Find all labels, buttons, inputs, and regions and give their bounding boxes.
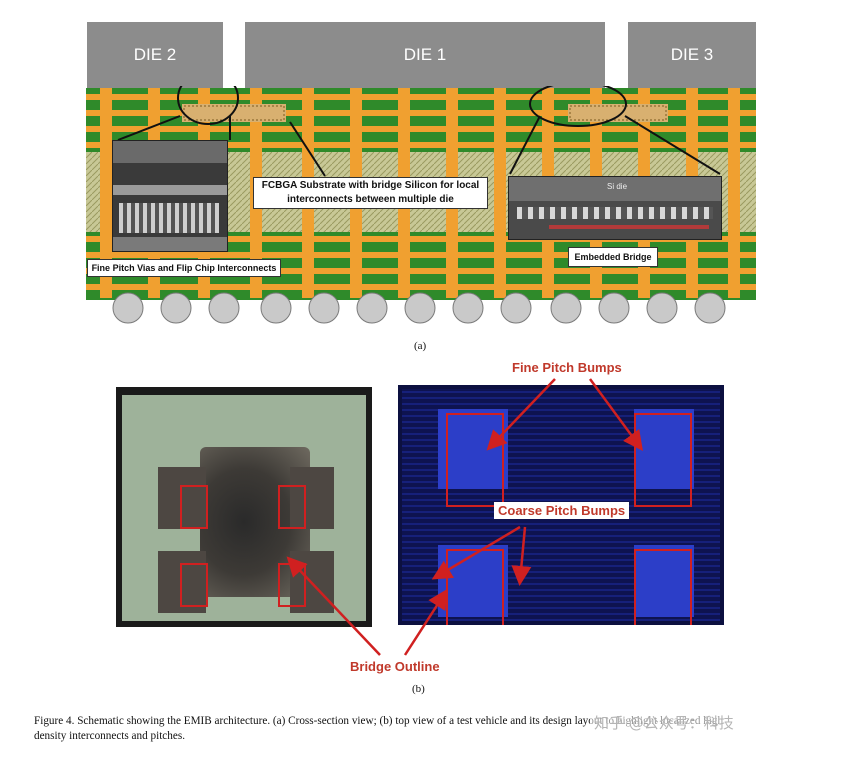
label-fine-pitch-bumps: Fine Pitch Bumps [512,360,622,375]
die-3: DIE 3 [628,22,756,88]
fine-pitch-box [446,413,504,507]
figure-caption: Figure 4. Schematic showing the EMIB arc… [34,714,854,744]
watermark: 知乎 @公众号：科技 [590,712,738,733]
caption-line-1: Figure 4. Schematic showing the EMIB arc… [34,715,724,727]
label-coarse-pitch-bumps: Coarse Pitch Bumps [494,502,630,519]
test-vehicle-photo [116,387,372,627]
die-1-label: DIE 1 [403,45,447,64]
design-layout-image [398,385,724,625]
callout-embedded-bridge-text: Embedded Bridge [574,252,652,262]
panel-a: DIE 2 DIE 1 DIE 3 [0,0,865,360]
annotation-arrows [286,378,643,656]
callout-fine-pitch-text: Fine Pitch Vias and Flip Chip Interconne… [91,263,277,273]
subfigure-label-a: (a) [414,340,427,352]
die-3-label: DIE 3 [670,45,714,64]
bridge-outline-box [180,563,208,607]
coarse-pitch-box [634,549,692,625]
callout-embedded-bridge: Embedded Bridge [568,247,658,267]
coarse-pitch-box [446,549,504,625]
die-2: DIE 2 [87,22,223,88]
subfigure-label-b: (b) [412,683,425,695]
die-1: DIE 1 [245,22,605,88]
bridge-outline-box [180,485,208,529]
callout-substrate-text: FCBGA Substrate with bridge Silicon for … [261,180,480,205]
panel-b: Fine Pitch Bumps Coarse Pitch Bumps Brid… [0,355,865,700]
si-die-label: Si die [607,182,628,191]
callout-fine-pitch: Fine Pitch Vias and Flip Chip Interconne… [87,259,281,277]
fine-pitch-micrograph [112,140,228,252]
caption-line-2: density interconnects and pitches. [34,730,185,742]
fine-pitch-box [634,413,692,507]
embedded-bridge-micrograph: Si die [508,176,722,240]
die-2-label: DIE 2 [133,45,177,64]
callout-substrate: FCBGA Substrate with bridge Silicon for … [253,177,488,209]
label-bridge-outline: Bridge Outline [350,659,440,674]
bridge-outline-box [278,485,306,529]
